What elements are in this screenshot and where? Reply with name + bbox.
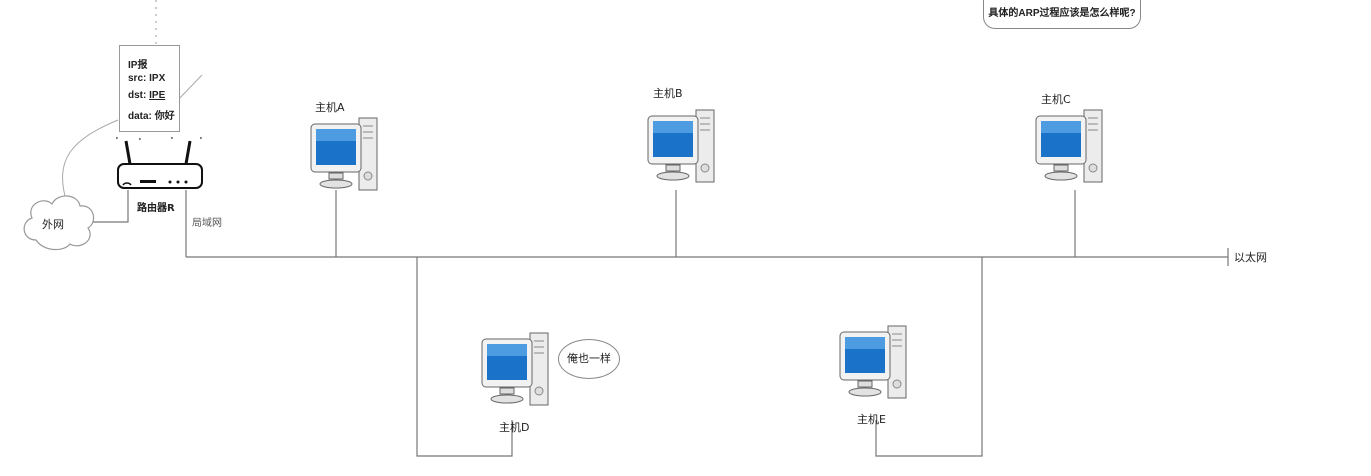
packet-dst-label: dst: [128, 90, 146, 101]
packet-data-value: 你好 [155, 111, 175, 122]
host-e-icon [840, 326, 906, 398]
host-a-icon [311, 118, 377, 190]
host-d-speech-bubble: 俺也一样 [558, 339, 620, 379]
packet-dst-value: IPE [149, 90, 165, 101]
question-bubble: 具体的ARP过程应该是怎么样呢? [983, 0, 1141, 29]
host-b-icon [648, 110, 714, 182]
packet-src-value: IPX [149, 73, 165, 84]
host-c-icon [1036, 110, 1102, 182]
packet-dst: dst: IPE [128, 90, 165, 101]
host-a-label: 主机A [315, 99, 345, 115]
lan-label: 局域网 [192, 214, 222, 229]
packet-data: data: 你好 [128, 107, 175, 122]
host-b-label: 主机B [653, 85, 683, 101]
ip-packet: IP报 src: IPX dst: IPE data: 你好 [119, 45, 180, 132]
flow-arrow [63, 120, 118, 200]
router-icon [117, 137, 202, 188]
ethernet-label: 以太网 [1234, 249, 1267, 265]
host-d-label: 主机D [499, 419, 529, 435]
packet-data-label: data: [128, 111, 152, 122]
host-e-label: 主机E [857, 411, 886, 427]
packet-header: IP报 [128, 56, 147, 71]
router-wan-link [90, 190, 128, 222]
host-c-label: 主机C [1041, 91, 1071, 107]
host-d-icon [482, 333, 548, 405]
internet-label: 外网 [42, 216, 64, 232]
packet-src: src: IPX [128, 73, 165, 84]
packet-src-label: src: [128, 73, 146, 84]
router-label: 路由器R [137, 199, 175, 214]
